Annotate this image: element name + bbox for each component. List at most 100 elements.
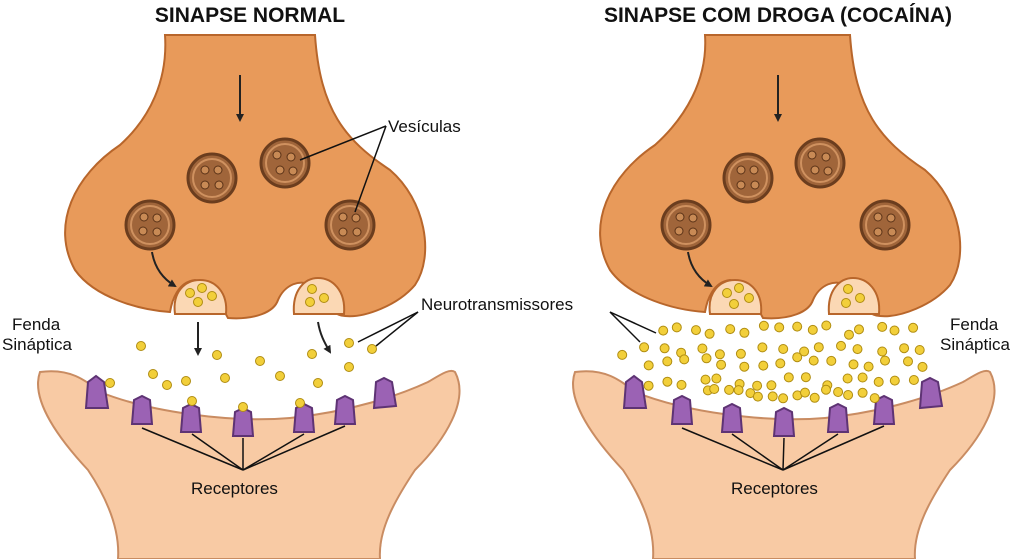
neurotransmitter (617, 349, 628, 360)
neurotransmitter (662, 356, 673, 367)
neurotransmitter (807, 324, 818, 335)
pocket-neurotransmitters (185, 283, 329, 307)
neurotransmitter (844, 329, 854, 340)
vesicle-fusion-arrow (151, 251, 177, 288)
neurotransmitter (800, 387, 810, 398)
neurotransmitter (889, 325, 900, 336)
panel-normal: Vesículas Fenda Sináptica Receptores (2, 34, 461, 559)
receptor (333, 394, 357, 425)
neurotransmitter (843, 390, 854, 400)
neurotransmitter (783, 372, 794, 383)
label-cleft-cocaine-1: Fenda (950, 315, 999, 334)
neurotransmitter (671, 322, 682, 333)
neurotransmitter (767, 391, 778, 402)
neurotransmitter (917, 361, 928, 372)
receptor (872, 394, 896, 425)
cleft-neurotransmitters-normal (105, 338, 377, 412)
neurotransmitter (709, 384, 720, 394)
neurotransmitter (863, 361, 874, 372)
neurotransmitter (733, 385, 744, 396)
neurotransmitter (757, 342, 768, 353)
vesicle (186, 152, 238, 204)
neurotransmitter (697, 343, 708, 354)
leader-line (782, 425, 885, 471)
receptor (918, 376, 944, 410)
label-vesicles: Vesículas (388, 117, 461, 136)
receptor (772, 406, 796, 437)
neurotransmitter (857, 372, 868, 383)
receptor (292, 402, 316, 433)
neurotransmitter (799, 346, 810, 357)
cleft-neurotransmitters-cocaine (617, 320, 928, 404)
vesicle (259, 137, 311, 189)
receptor (84, 374, 110, 409)
neurotransmitter (826, 355, 837, 366)
neurotransmitter (711, 373, 722, 384)
release-pocket (708, 278, 763, 315)
neurotransmitter (877, 321, 888, 332)
neurotransmitter (778, 344, 789, 354)
receptor (670, 394, 694, 425)
leader-line (242, 433, 305, 471)
label-receptors-cocaine: Receptores (731, 479, 818, 498)
neurotransmitter (700, 374, 711, 385)
leader-line (609, 311, 657, 334)
neurotransmitter (792, 352, 803, 363)
neurotransmitter (852, 344, 863, 355)
neurotransmitter (775, 358, 786, 369)
release-pocket (173, 278, 228, 315)
neurotransmitter (724, 384, 735, 395)
neurotransmitter (659, 343, 670, 354)
vesicle (124, 199, 176, 251)
neurotransmitter (869, 393, 880, 404)
neurotransmitter (836, 340, 846, 351)
neurotransmitter (716, 359, 727, 370)
label-cleft-normal-1: Fenda (12, 315, 61, 334)
neurotransmitter (774, 322, 785, 333)
neurotransmitter (778, 393, 789, 404)
neurotransmitter (792, 321, 803, 332)
leader-line (782, 433, 839, 471)
pocket-neurotransmitters (722, 283, 865, 309)
neurotransmitter (880, 355, 890, 366)
neurotransmitter (813, 342, 824, 353)
leader-line (242, 425, 346, 471)
neurotransmitter (809, 392, 820, 403)
neurotransmitter (914, 345, 925, 355)
neurotransmitter (873, 376, 884, 387)
leader-line (191, 433, 244, 471)
leader-line (731, 433, 784, 471)
label-cleft-normal-2: Sináptica (2, 335, 72, 354)
neurotransmitter (908, 375, 919, 385)
vesicle (324, 199, 376, 251)
neurotransmitter (821, 384, 831, 395)
neurotransmitter (662, 376, 673, 387)
neurotransmitter (758, 360, 769, 371)
neurotransmitter (714, 349, 725, 360)
title-cocaine-synapse: SINAPSE COM DROGA (COCAÍNA) (604, 4, 952, 27)
vesicle (722, 152, 774, 204)
label-cleft-cocaine-2: Sináptica (940, 335, 1010, 354)
receptor (130, 394, 154, 425)
receptor (720, 402, 744, 433)
neurotransmitter (752, 380, 763, 391)
vesicle-fusion-arrow (687, 251, 713, 288)
neurotransmitter (691, 325, 701, 336)
neurotransmitter (704, 328, 715, 339)
neurotransmitter (676, 379, 687, 390)
leader-line (375, 311, 419, 347)
receptor (231, 406, 255, 437)
neurotransmitter (658, 325, 669, 336)
neurotransmitter (833, 387, 844, 397)
neurotransmitter (766, 380, 777, 391)
neurotransmitter (854, 324, 864, 335)
neurotransmitter (701, 353, 712, 364)
neurotransmitter (725, 324, 736, 335)
neurotransmitter (877, 346, 888, 357)
neurotransmitter (752, 391, 763, 402)
leader-line (357, 311, 419, 343)
leader-line (782, 437, 785, 471)
receptor (372, 376, 398, 410)
vesicle (794, 137, 846, 189)
